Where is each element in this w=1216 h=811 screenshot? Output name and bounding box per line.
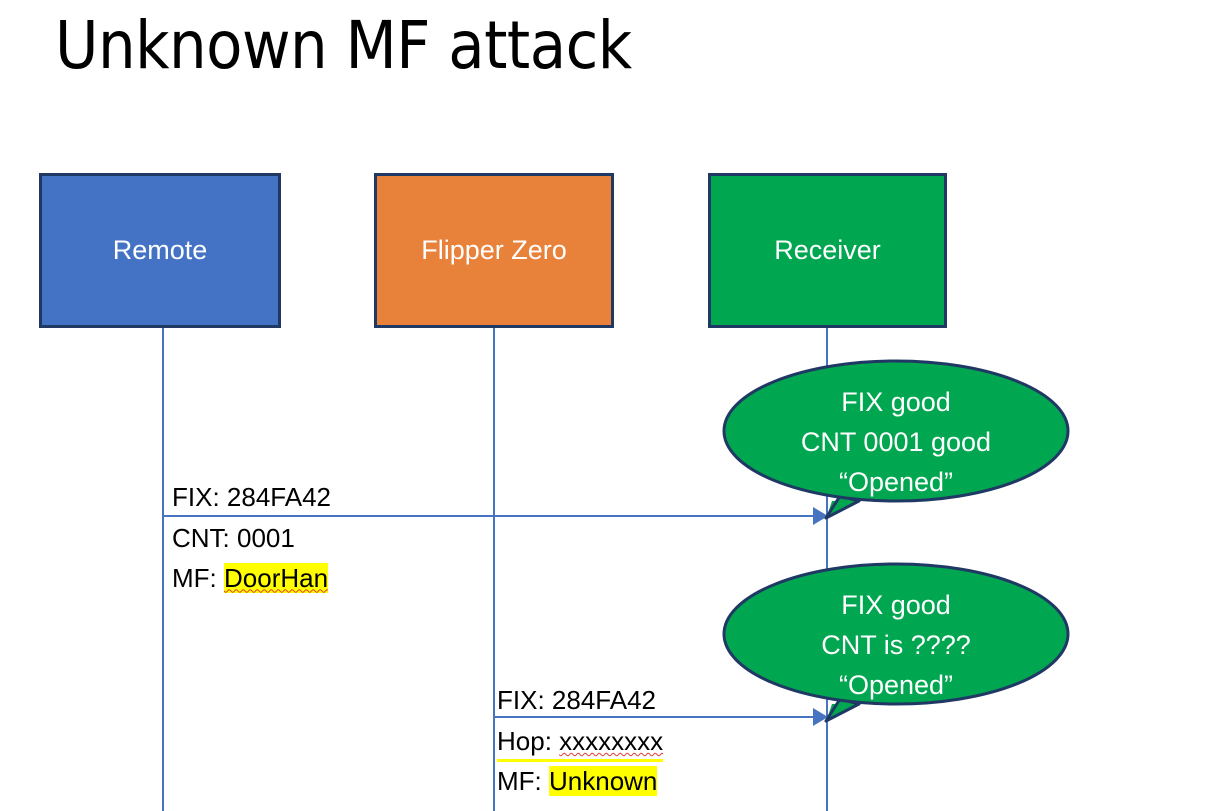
actor-label-flipper: Flipper Zero bbox=[421, 235, 567, 265]
message-1-label-below: CNT: 0001 MF: DoorHan bbox=[172, 519, 329, 599]
message-1-cnt-line: CNT: 0001 bbox=[172, 519, 328, 559]
message-1-label-above: FIX: 284FA42 bbox=[172, 478, 331, 518]
lifeline-flipper bbox=[493, 328, 495, 811]
speech-bubble-2: FIX good CNT is ???? “Opened” bbox=[722, 561, 1070, 727]
lifeline-remote bbox=[162, 328, 164, 811]
message-arrow-2 bbox=[494, 716, 815, 718]
message-2-mf-prefix: MF: bbox=[497, 765, 549, 796]
message-arrowhead-1 bbox=[813, 507, 828, 525]
speech-bubble-2-shape bbox=[722, 562, 1070, 723]
actor-label-remote: Remote bbox=[112, 235, 208, 265]
speech-bubble-1: FIX good CNT 0001 good “Opened” bbox=[722, 358, 1070, 524]
actor-label-receiver: Receiver bbox=[774, 235, 881, 265]
speech-bubble-1-shape bbox=[722, 359, 1070, 520]
actor-box-receiver[interactable]: Receiver bbox=[708, 173, 947, 328]
message-arrow-1 bbox=[163, 515, 815, 517]
message-2-hop-line: Hop: xxxxxxxx bbox=[497, 722, 664, 762]
message-1-mf-line: MF: DoorHan bbox=[172, 559, 329, 599]
message-2-hop-value: xxxxxxxx bbox=[559, 726, 664, 756]
actor-box-remote[interactable]: Remote bbox=[39, 173, 281, 328]
message-2-fix-text: FIX: 284FA42 bbox=[497, 685, 656, 715]
message-1-fix-text: FIX: 284FA42 bbox=[172, 482, 331, 512]
message-1-mf-prefix: MF: bbox=[172, 562, 224, 593]
actor-box-flipper[interactable]: Flipper Zero bbox=[374, 173, 614, 328]
message-1-cnt-text: CNT: 0001 bbox=[172, 523, 295, 553]
message-2-mf-line: MF: Unknown bbox=[497, 762, 663, 802]
message-2-label-below: Hop: xxxxxxxx MF: Unknown bbox=[497, 722, 664, 802]
message-1-mf-value: DoorHan bbox=[224, 562, 329, 593]
message-2-mf-value: Unknown bbox=[549, 765, 658, 796]
message-2-label-above: FIX: 284FA42 bbox=[497, 681, 656, 721]
message-arrowhead-2 bbox=[813, 708, 828, 726]
message-2-hop-prefix: Hop: bbox=[497, 726, 560, 756]
page-title: Unknown MF attack bbox=[55, 7, 632, 84]
